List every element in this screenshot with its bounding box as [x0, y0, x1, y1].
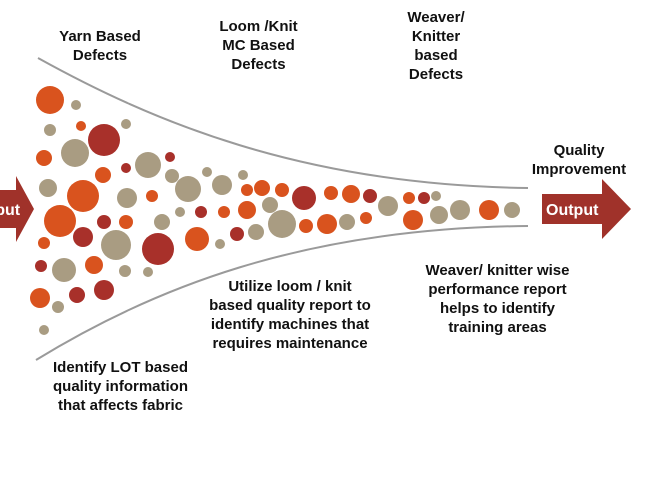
defect-bubble	[248, 224, 264, 240]
defect-bubble	[241, 184, 253, 196]
defect-bubble	[418, 192, 430, 204]
weaver-report-label: Weaver/ knitter wise performance report …	[425, 262, 570, 336]
defect-bubble	[36, 86, 64, 114]
defect-bubble	[73, 227, 93, 247]
output-arrow: Output	[542, 179, 631, 239]
defect-bubble	[97, 215, 111, 229]
defect-bubble	[339, 214, 355, 230]
defect-bubble	[119, 265, 131, 277]
defect-bubble	[154, 214, 170, 230]
defect-bubble	[262, 197, 278, 213]
lot-info-label: Identify LOT based quality information t…	[52, 359, 188, 414]
defect-bubble	[143, 267, 153, 277]
defect-bubble	[238, 201, 256, 219]
weaver-defects-label: Weaver/ Knitter based Defects	[407, 9, 465, 83]
defect-bubble	[175, 176, 201, 202]
defect-bubble	[146, 190, 158, 202]
defect-bubble	[230, 227, 244, 241]
defect-bubble	[36, 150, 52, 166]
defect-bubble	[52, 258, 76, 282]
defect-bubble	[254, 180, 270, 196]
defect-bubble	[360, 212, 372, 224]
funnel-bottom-curve	[35, 225, 529, 361]
defect-bubble	[121, 119, 131, 129]
defect-bubble	[39, 179, 57, 197]
defect-bubble	[52, 301, 64, 313]
defect-bubble	[195, 206, 207, 218]
defect-bubble	[450, 200, 470, 220]
defect-bubble	[95, 167, 111, 183]
defect-bubble	[30, 288, 50, 308]
input-arrow-label: Input	[0, 202, 21, 219]
defect-bubble	[67, 180, 99, 212]
defect-bubble	[101, 230, 131, 260]
defect-bubble	[185, 227, 209, 251]
defect-bubble	[268, 210, 296, 238]
defect-bubble	[76, 121, 86, 131]
defect-bubble	[121, 163, 131, 173]
defect-bubble	[135, 152, 161, 178]
defect-bubble	[218, 206, 230, 218]
defect-bubble	[165, 152, 175, 162]
input-arrow: Input	[0, 176, 34, 242]
yarn-defects-label: Yarn Based Defects	[59, 28, 141, 64]
defect-bubble	[35, 260, 47, 272]
defect-bubble	[119, 215, 133, 229]
loom-defects-label: Loom /Knit MC Based Defects	[219, 18, 298, 73]
defect-bubble	[85, 256, 103, 274]
defect-bubble	[39, 325, 49, 335]
defect-bubble	[275, 183, 289, 197]
defect-bubble	[38, 237, 50, 249]
defect-bubble	[202, 167, 212, 177]
defect-bubble	[61, 139, 89, 167]
defect-bubble	[215, 239, 225, 249]
defect-bubble	[142, 233, 174, 265]
defect-bubble	[324, 186, 338, 200]
defect-bubble	[363, 189, 377, 203]
defect-bubble	[212, 175, 232, 195]
funnel-top-curve	[37, 57, 529, 189]
defect-bubble	[403, 192, 415, 204]
defect-bubble	[44, 124, 56, 136]
defect-bubble	[342, 185, 360, 203]
defect-bubble	[117, 188, 137, 208]
defect-bubble	[378, 196, 398, 216]
quality-improvement-label: Quality Improvement	[531, 142, 627, 178]
defect-bubble	[69, 287, 85, 303]
defect-bubble	[71, 100, 81, 110]
defect-bubble	[479, 200, 499, 220]
defect-bubble	[238, 170, 248, 180]
utilize-report-label: Utilize loom / knit based quality report…	[209, 278, 371, 352]
defect-bubble	[88, 124, 120, 156]
defect-bubble	[504, 202, 520, 218]
defect-bubble	[299, 219, 313, 233]
defect-bubble	[44, 205, 76, 237]
defect-bubble	[430, 206, 448, 224]
defect-bubble	[431, 191, 441, 201]
defect-bubble	[317, 214, 337, 234]
defect-bubble	[403, 210, 423, 230]
defect-bubble	[94, 280, 114, 300]
output-arrow-label: Output	[546, 202, 599, 219]
defect-bubbles	[30, 86, 520, 335]
defect-bubble	[165, 169, 179, 183]
defect-bubble	[292, 186, 316, 210]
defect-bubble	[175, 207, 185, 217]
